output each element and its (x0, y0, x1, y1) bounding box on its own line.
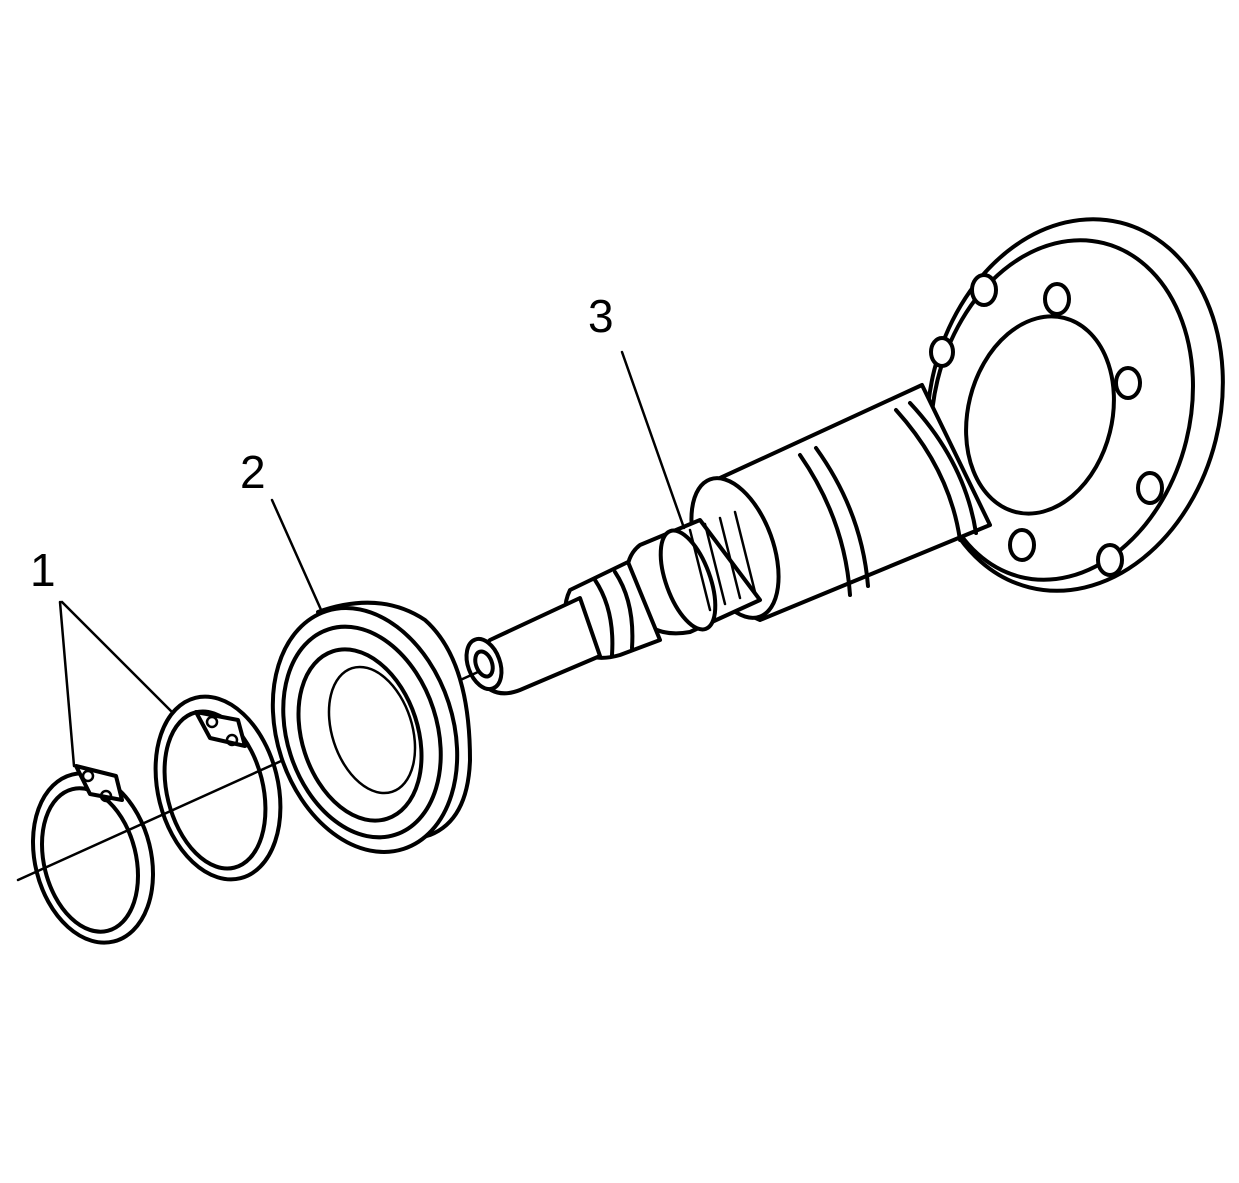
flange-disc (925, 217, 1225, 593)
snap-ring-inner (153, 694, 283, 882)
callout-1-leaders (58, 600, 174, 768)
bearing (270, 600, 472, 854)
snap-ring-outer (31, 764, 155, 945)
callout-3-leader (620, 350, 686, 530)
output-shaft-flange (464, 217, 1225, 696)
shaft-pilot (464, 560, 662, 696)
callout-2-leader (270, 498, 324, 614)
callout-3: 3 (588, 290, 614, 342)
flange-bolt-holes (929, 273, 1164, 577)
callout-2: 2 (240, 446, 266, 498)
callout-1: 1 (30, 544, 56, 596)
